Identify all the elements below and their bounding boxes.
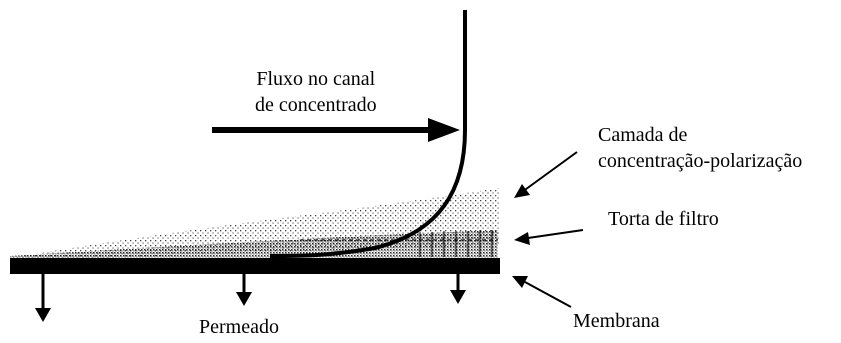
flow-label-line1: Fluxo no canal: [256, 68, 376, 90]
filter-cake: [10, 230, 498, 258]
membrane-pointer-arrow: [512, 276, 572, 308]
flow-label-line2: de concentrado: [255, 94, 377, 116]
polarization-label-line1: Camada de: [598, 124, 688, 146]
membrane-bar: [10, 258, 500, 274]
permeate-arrow: [236, 274, 252, 306]
flow-arrow: [212, 118, 460, 142]
permeate-arrow: [450, 274, 466, 304]
filter-cake-pointer-arrow: [514, 229, 584, 245]
velocity-profile-curve: [269, 10, 467, 258]
polarization-pointer-arrow: [514, 151, 578, 198]
filter-cake-label: Torta de filtro: [608, 208, 719, 230]
polarization-label: Camada de concentração-polarização: [598, 122, 802, 174]
flow-label: Fluxo no canal de concentrado: [255, 66, 377, 118]
polarization-label-line2: concentração-polarização: [598, 150, 803, 172]
permeate-label: Permeado: [199, 316, 279, 338]
permeate-arrow: [35, 274, 51, 322]
membrane-label: Membrana: [573, 310, 660, 332]
